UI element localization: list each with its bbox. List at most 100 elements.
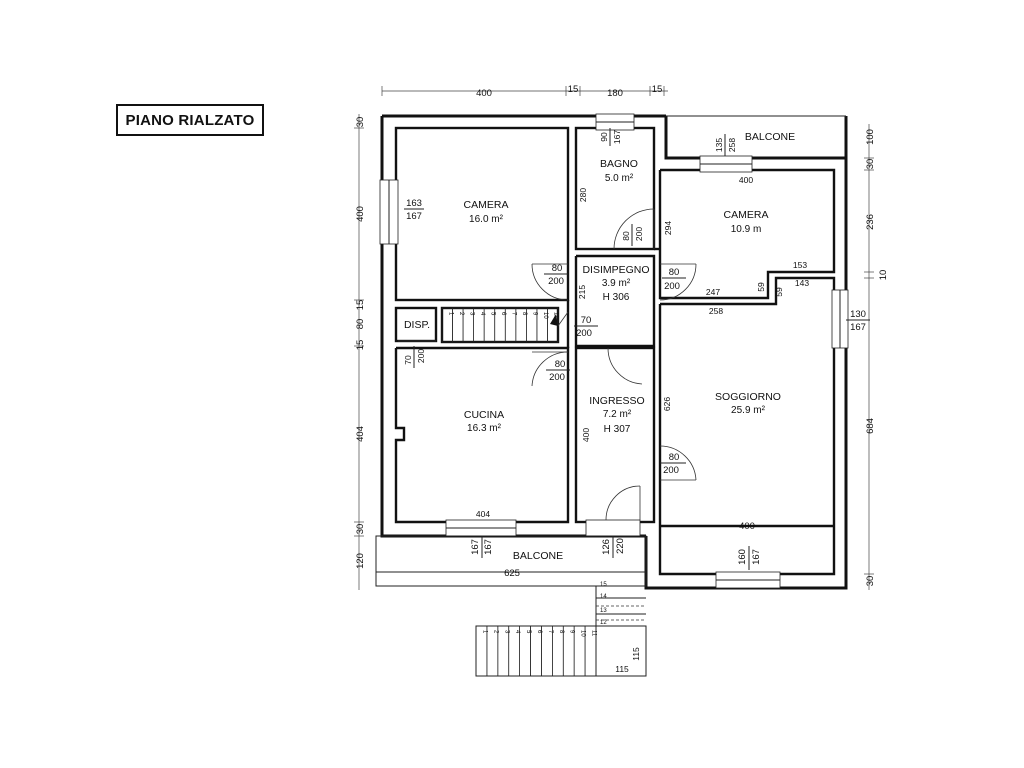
dim-left-120: 120 xyxy=(355,553,366,569)
dim-sog-win2-w: 160 xyxy=(737,549,748,565)
dim-stair-door-h: 200 xyxy=(576,328,592,339)
stair-step xyxy=(584,625,597,677)
room-camera-1-area: 16.0 m² xyxy=(469,214,504,225)
stair-step-number: 10 xyxy=(580,630,586,637)
dim-top-400: 400 xyxy=(476,88,492,99)
stair-step-number: 5 xyxy=(525,630,531,634)
dim-cam2-59a: 59 xyxy=(756,282,766,292)
room-disimpegno-name: DISIMPEGNO xyxy=(582,264,649,276)
dim-left-30b: 30 xyxy=(355,524,366,535)
dim-bal-win-w: 135 xyxy=(714,138,724,152)
dim-disp-door-w: 70 xyxy=(403,355,413,365)
walls xyxy=(380,114,848,590)
stair-step xyxy=(552,625,564,677)
room-soggiorno-area: 25.9 m² xyxy=(731,405,766,416)
windows xyxy=(379,113,849,589)
dim-right-30a: 30 xyxy=(865,159,876,170)
stair-step-number: 1 xyxy=(481,630,487,634)
dim-cam2-door-h: 200 xyxy=(664,281,680,292)
stair-step xyxy=(562,625,575,677)
dim-ing-626: 626 xyxy=(662,397,672,411)
stair-step-number: 6 xyxy=(500,312,506,316)
room-bagno-name: BAGNO xyxy=(600,158,638,170)
dim-right-684: 684 xyxy=(865,418,876,434)
stair-step xyxy=(486,625,499,677)
dim-cuc-door-w: 80 xyxy=(555,359,566,370)
dim-ext-12: 12 xyxy=(600,620,607,626)
dim-cam1-door-w: 80 xyxy=(552,263,563,274)
dim-top-15b: 15 xyxy=(652,84,663,95)
stair-step-number: 1 xyxy=(447,312,453,316)
stair-step xyxy=(508,625,520,677)
room-soggiorno-name: SOGGIORNO xyxy=(715,391,781,403)
dim-top-180: 180 xyxy=(607,88,623,99)
dim-top-15a: 15 xyxy=(568,84,579,95)
dim-right-30b: 30 xyxy=(865,576,876,587)
dim-bagno-280: 280 xyxy=(578,188,588,202)
room-ingresso-area: 7.2 m² xyxy=(603,409,632,420)
dim-left-15b: 15 xyxy=(355,340,366,351)
dim-stair-door-w: 70 xyxy=(581,315,592,326)
dim-ing-400: 400 xyxy=(581,428,591,442)
dim-cam1-win-h: 167 xyxy=(406,211,422,222)
dimension-labels: 400 15 180 15 30 400 15 80 15 404 30 120… xyxy=(355,84,889,674)
room-disp-name: DISP. xyxy=(404,319,430,331)
stair-step-number: 8 xyxy=(558,630,564,634)
stair-step-number: 5 xyxy=(489,312,495,316)
dim-bagno-win-w: 90 xyxy=(599,132,609,142)
dim-ext-14: 14 xyxy=(600,594,607,600)
dim-right-236: 236 xyxy=(865,214,876,230)
dim-cam2-247: 247 xyxy=(706,287,720,297)
room-camera-2-area: 10.9 m xyxy=(731,224,762,235)
room-ingresso-name: INGRESSO xyxy=(589,395,644,407)
dim-ext-115b: 115 xyxy=(615,664,629,674)
stair-step xyxy=(497,625,510,677)
dim-bagno-door-h: 200 xyxy=(634,227,644,241)
dim-ext-15: 15 xyxy=(600,582,607,588)
stair-step-number: 2 xyxy=(458,312,464,316)
stair-step-number: 4 xyxy=(479,312,485,316)
dim-sog-win-h: 167 xyxy=(850,322,866,333)
dim-ent-w: 126 xyxy=(601,539,612,555)
room-labels: CAMERA 16.0 m² BAGNO 5.0 m² CAMERA 10.9 … xyxy=(404,131,795,562)
stair-step-number: 10 xyxy=(542,312,548,319)
room-balcone-top-name: BALCONE xyxy=(745,131,795,143)
room-disimpegno-height: H 306 xyxy=(603,292,630,303)
stair-step-number: 9 xyxy=(569,630,575,634)
stair-step xyxy=(541,625,553,677)
dim-cuc-door-h: 200 xyxy=(549,372,565,383)
room-ingresso-height: H 307 xyxy=(604,424,631,435)
doors xyxy=(398,208,697,521)
balconies xyxy=(375,115,846,587)
room-bagno-area: 5.0 m² xyxy=(605,173,634,184)
stair-step-number: 11 xyxy=(591,630,597,637)
dim-cam2-143: 143 xyxy=(795,278,809,288)
dim-cam2-153: 153 xyxy=(793,260,807,270)
stair-step-number: 7 xyxy=(511,312,517,316)
dim-sog-door-w: 80 xyxy=(669,452,680,463)
dim-bagno-win-h: 167 xyxy=(612,130,622,144)
dim-bagno-door-w: 80 xyxy=(621,231,631,241)
dim-sog-win2-h: 167 xyxy=(751,549,762,565)
dim-cuc-win-h: 167 xyxy=(483,539,494,555)
dim-left-80: 80 xyxy=(355,319,366,330)
dim-cam2-400: 400 xyxy=(739,175,753,185)
dim-ext-13: 13 xyxy=(600,608,607,614)
dim-cuc-win-w: 167 xyxy=(470,539,481,555)
dim-cam1-door-h: 200 xyxy=(548,276,564,287)
dim-sog-258: 258 xyxy=(709,306,723,316)
dim-cuc-404: 404 xyxy=(476,509,490,519)
plan-title: PIANO RIALZATO xyxy=(116,104,264,136)
stair-step-number: 3 xyxy=(503,630,509,634)
dim-sog-400: 400 xyxy=(739,521,755,532)
room-cucina-name: CUCINA xyxy=(464,409,504,421)
dim-left-30a: 30 xyxy=(355,117,366,128)
stair-step xyxy=(530,625,542,677)
stair-step-number: 6 xyxy=(536,630,542,634)
stair-step xyxy=(475,625,488,677)
dimension-lines xyxy=(354,86,874,590)
dim-cam2-59b: 59 xyxy=(774,287,784,297)
dim-left-404: 404 xyxy=(355,426,366,442)
